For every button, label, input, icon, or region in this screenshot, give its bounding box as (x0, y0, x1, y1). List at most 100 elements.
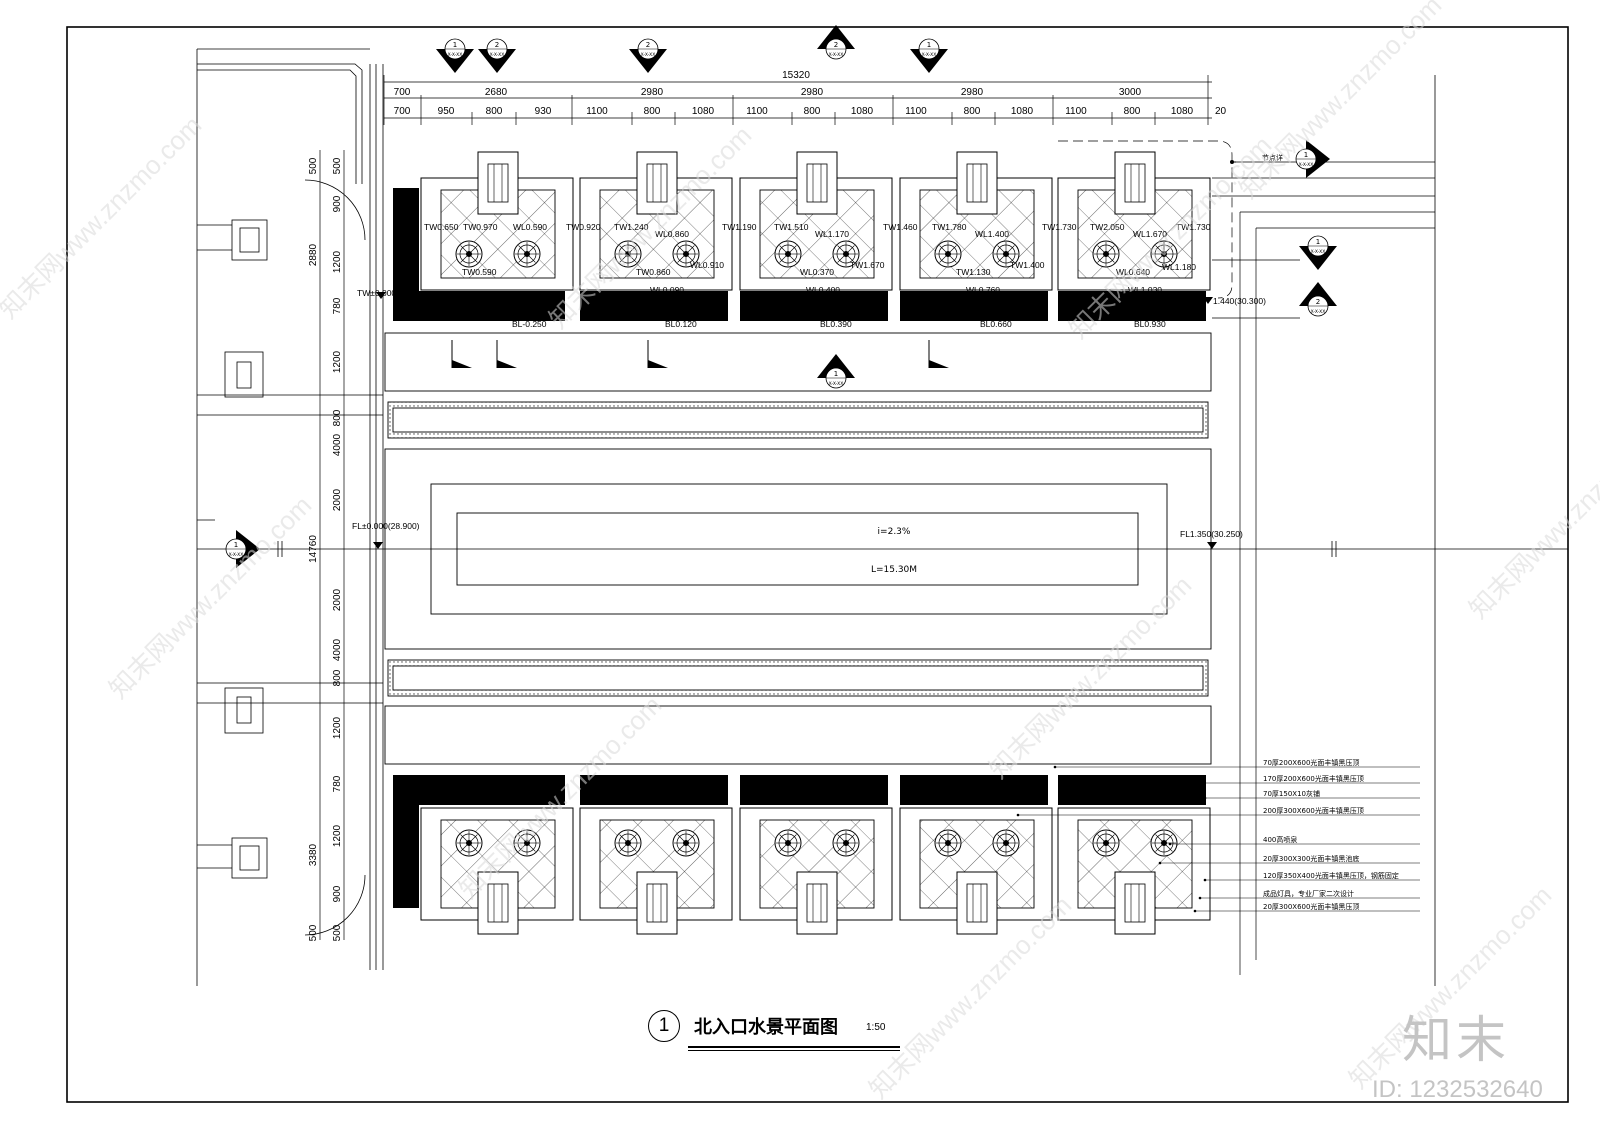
level-label: TW0.650 (424, 222, 459, 232)
marker-number: 1 (453, 41, 457, 49)
title-underline-thin (688, 1050, 900, 1051)
drawing-title: 北入口水景平面图 (694, 1017, 838, 1038)
top-section-marker: 1X-X-XX (436, 38, 474, 73)
basin (739, 151, 893, 291)
level-label: TW0.590 (462, 267, 497, 277)
level-label: TW1.460 (883, 222, 918, 232)
level-label: TW1.730 (1176, 222, 1211, 232)
flag-marker-icon (647, 340, 668, 368)
dim-second: 700 (394, 106, 411, 117)
material-notes: 70厚200X600光面丰镇黑压顶170厚200X600光面丰镇黑压顶70厚15… (1016, 758, 1420, 913)
dim-second: 950 (438, 106, 455, 117)
dim-left-inner: 800 (332, 669, 343, 686)
spout-block (796, 871, 838, 935)
bottom-ledge (393, 775, 1206, 908)
dim-left-inner: 1200 (332, 716, 343, 739)
fountain-nozzle-icon (672, 829, 700, 857)
fountain-nozzle-icon (1092, 829, 1120, 857)
spout-block (636, 151, 678, 215)
material-note: 170厚200X600光面丰镇黑压顶 (1263, 774, 1364, 783)
section-marker-mid: 1X-X-XX (817, 354, 855, 389)
marker-sheet-ref: X-X-XX (490, 52, 505, 58)
fountain-nozzle-icon (992, 829, 1020, 857)
level-label: TW1.240 (614, 222, 649, 232)
fountain-nozzle-icon (934, 829, 962, 857)
top-section-marker: 2X-X-XX (478, 38, 516, 73)
level-label: TW1.400 (1010, 260, 1045, 270)
basin (899, 807, 1053, 935)
material-note: 20厚300X300光面丰镇黑池底 (1263, 854, 1359, 863)
material-note: 70厚150X10灰铺 (1263, 789, 1320, 798)
section-marker-left: 1X-X-XX (225, 530, 260, 568)
top-dimensions (383, 75, 1212, 125)
marker-number: 1 (834, 370, 838, 378)
basin (739, 807, 893, 935)
dim-left-inner: 500 (332, 157, 343, 174)
level-label: WL1.670 (1133, 229, 1167, 239)
right-section-marker: 2X-X-XX (1299, 282, 1337, 317)
level-label: 1.440(30.300) (1213, 296, 1266, 306)
fountain-nozzle-icon (513, 240, 541, 268)
level-label: TW1.670 (850, 260, 885, 270)
spout-block (636, 871, 678, 935)
dim-second: 1080 (851, 106, 874, 117)
dim-second: 1080 (692, 106, 715, 117)
level-label: WL0.640 (1116, 267, 1150, 277)
marker-number: 2 (495, 41, 499, 49)
slope-label: i=2.3% (878, 527, 911, 537)
callout-node-marker: 1X-X-XX (1295, 140, 1330, 178)
dim-end: 20 (1215, 106, 1227, 117)
material-note: 成品灯具，专业厂家二次设计 (1263, 889, 1354, 898)
level-triangle-icon (373, 542, 383, 549)
fountain-nozzle-icon (672, 240, 700, 268)
dim-left-inner: 500 (332, 924, 343, 941)
dim-top: 2980 (641, 87, 664, 98)
level-label: TW1.510 (774, 222, 809, 232)
dim-left-inner: 900 (332, 195, 343, 212)
marker-sheet-ref: X-X-XX (922, 52, 937, 58)
level-label: WL1.400 (975, 229, 1009, 239)
marker-sheet-ref: X-X-XX (829, 381, 844, 387)
level-label: BL-0.250 (512, 319, 547, 329)
level-label: WL0.910 (690, 260, 724, 270)
brand-logo: 知末 (1402, 1011, 1510, 1069)
level-label: TW1.780 (932, 222, 967, 232)
marker-sheet-ref: X-X-XX (1299, 162, 1314, 168)
level-label: TW1.730 (1042, 222, 1077, 232)
callout-node-label: 节点详 (1262, 153, 1283, 162)
level-label: BL0.660 (980, 319, 1012, 329)
dim-left-inner: 2000 (332, 488, 343, 511)
dim-second: 1100 (905, 106, 927, 117)
level-label: TW0.860 (636, 267, 671, 277)
level-label: WL0.370 (800, 267, 834, 277)
level-label: TW2.050 (1090, 222, 1125, 232)
marker-number: 2 (834, 41, 838, 49)
watermark-text: 知末网www.znzmo.com (1463, 410, 1600, 624)
basin (579, 151, 733, 291)
dim-left-inner: 4000 (332, 433, 343, 456)
spout-block (1114, 871, 1156, 935)
basin (1057, 151, 1211, 291)
level-label: WL0.400 (806, 285, 840, 295)
dim-top: 3000 (1119, 87, 1142, 98)
level-label: TW±0.000 (357, 288, 396, 298)
fountain-nozzle-icon (1150, 829, 1178, 857)
level-label: WL0.860 (655, 229, 689, 239)
fountain-nozzle-icon (1092, 240, 1120, 268)
dim-second: 800 (486, 106, 503, 117)
fountain-nozzle-icon (934, 240, 962, 268)
spout-block (956, 871, 998, 935)
dim-top: 2980 (801, 87, 824, 98)
dim-overall: 15320 (782, 70, 810, 81)
fountain-nozzle-icon (455, 240, 483, 268)
dim-second: 1100 (1065, 106, 1087, 117)
dim-left-outer: 3380 (308, 843, 319, 866)
watermark-text: 知末网www.znzmo.com (103, 490, 317, 704)
fountain-nozzle-icon (832, 829, 860, 857)
material-note: 20厚300X600光面丰镇黑压顶 (1263, 902, 1359, 911)
drawing-scale: 1:50 (866, 1022, 886, 1033)
spout-block (956, 151, 998, 215)
level-triangle-icon (1207, 542, 1217, 549)
marker-number: 1 (234, 541, 238, 549)
spout-block (1114, 151, 1156, 215)
